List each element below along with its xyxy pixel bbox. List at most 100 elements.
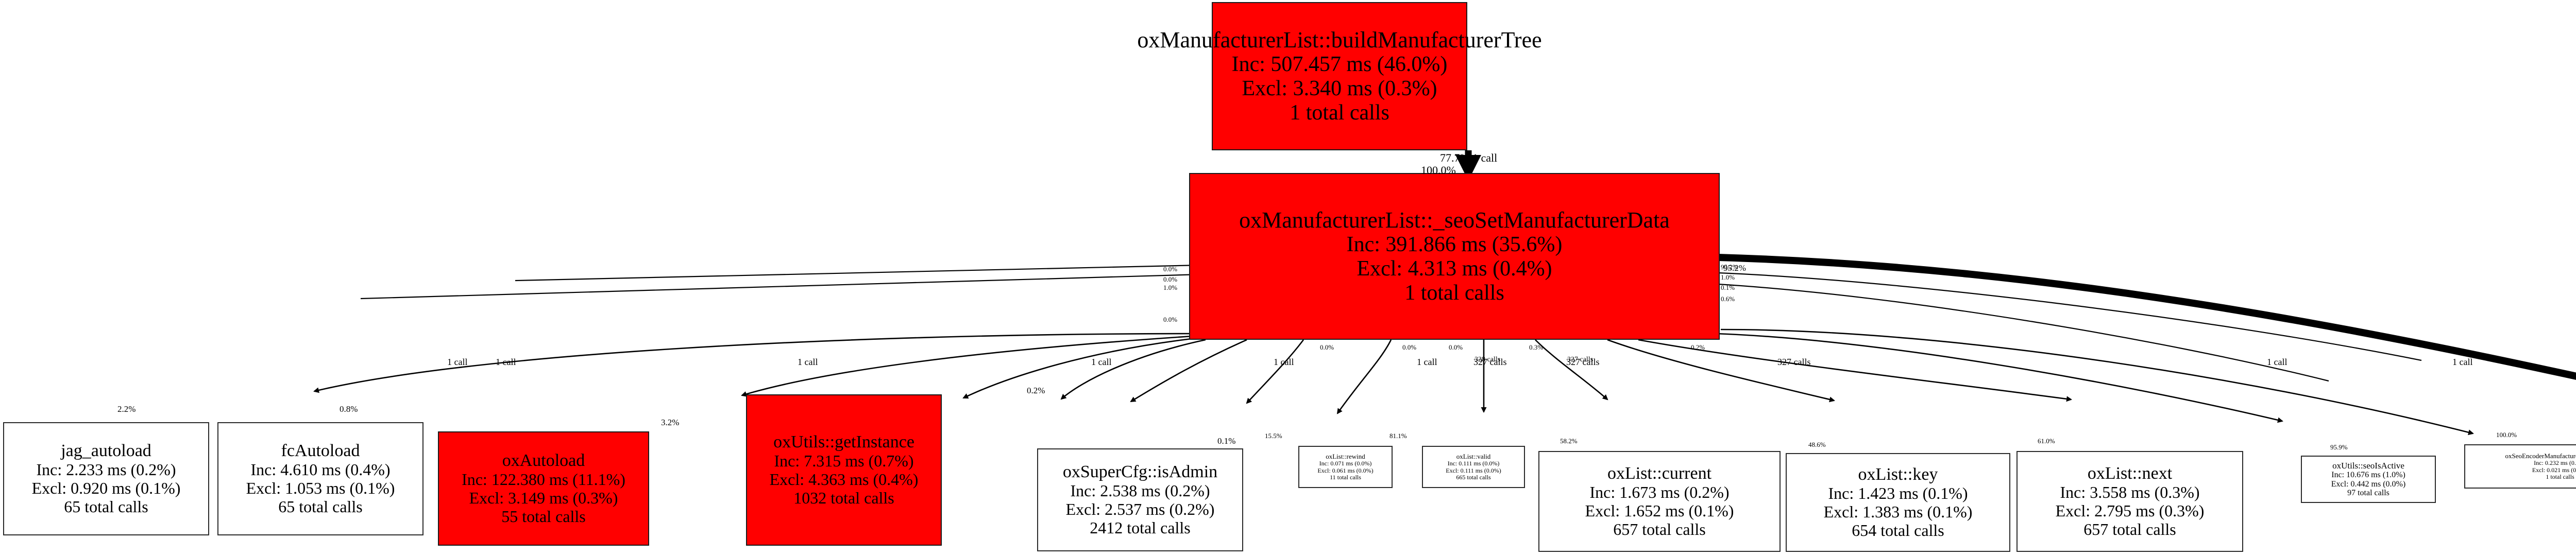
node-label: oxUtils::seoIsActive <box>2332 460 2404 471</box>
node-calls: 1 total calls <box>2546 473 2574 480</box>
node-label: oxManufacturerList::buildManufacturerTre… <box>1137 27 1542 53</box>
edge-label-pct-oxList-key: 48.6% <box>1808 441 1826 448</box>
node-exclusive: Excl: 4.313 ms (0.4%) <box>1357 257 1552 281</box>
node-label: oxAutoload <box>502 451 585 471</box>
node-inclusive: Inc: 0.232 ms (0.0%) <box>2534 459 2576 467</box>
node-calls: 2412 total calls <box>1090 518 1191 537</box>
edge-label-calls-oxList-key: 327 calls <box>1566 357 1600 367</box>
node-calls: 97 total calls <box>2347 489 2389 498</box>
node-exclusive: Excl: 0.111 ms (0.0%) <box>1446 466 1501 474</box>
side-label-right-1: 1.0% <box>1721 273 1735 281</box>
side-label-right-2: 0.1% <box>1721 284 1735 291</box>
side-label-left-0: 0.0% <box>1163 265 1178 273</box>
node-calls: 654 total calls <box>1852 520 1944 540</box>
node-label: oxUtils::getInstance <box>773 432 914 452</box>
edge-label-pct-jag_autoload: 2.2% <box>117 404 136 414</box>
edge-label-calls-oxSeoEncoderManufacturer-getInstance: 1 call <box>2452 357 2473 367</box>
node-calls: 65 total calls <box>278 497 363 516</box>
edge-label-calls-oxUtils-getInstance: 1 call <box>1091 357 1112 367</box>
node-inclusive: Inc: 10.676 ms (1.0%) <box>2331 470 2405 479</box>
node-oxList-next[interactable]: oxList::next Inc: 3.558 ms (0.3%) Excl: … <box>2016 451 2243 552</box>
edge-label-pct-oxList-rewind: 15.5% <box>1265 432 1282 440</box>
node-calls: 1032 total calls <box>793 488 894 507</box>
node-exclusive: Excl: 0.920 ms (0.1%) <box>31 479 181 498</box>
node-fcAutoload[interactable]: fcAutoload Inc: 4.610 ms (0.4%) Excl: 1.… <box>217 422 423 535</box>
node-oxList-rewind[interactable]: oxList::rewind Inc: 0.071 ms (0.0%) Excl… <box>1298 446 1393 488</box>
edge-label-calls-oxAutoload: 1 call <box>798 357 818 367</box>
edge-seoset-to-getmanufacturerurl <box>1718 254 2576 380</box>
node-calls: 657 total calls <box>1613 519 1706 538</box>
node-label: oxList::key <box>1858 465 1938 484</box>
node-oxList-valid[interactable]: oxList::valid Inc: 0.111 ms (0.0%) Excl:… <box>1422 446 1525 488</box>
edge-label-calls-oxSuperCfg-isAdmin: 1 call <box>1274 357 1294 367</box>
node-jag_autoload[interactable]: jag_autoload Inc: 2.233 ms (0.2%) Excl: … <box>3 422 209 535</box>
node-oxSuperCfg-isAdmin[interactable]: oxSuperCfg::isAdmin Inc: 2.538 ms (0.2%)… <box>1037 448 1243 551</box>
side-label-right-3: 0.6% <box>1721 295 1735 303</box>
node-exclusive: Excl: 2.537 ms (0.2%) <box>1065 500 1215 519</box>
node-exclusive: Excl: 1.053 ms (0.1%) <box>246 479 395 498</box>
node-oxList-key[interactable]: oxList::key Inc: 1.423 ms (0.1%) Excl: 1… <box>1786 453 2010 552</box>
node-exclusive: Excl: 2.795 ms (0.3%) <box>2055 501 2205 520</box>
under-root-pct-2: 0.0% <box>1449 343 1463 351</box>
node-exclusive: Excl: 1.652 ms (0.1%) <box>1585 501 1734 520</box>
node-oxList-current[interactable]: oxList::current Inc: 1.673 ms (0.2%) Exc… <box>1538 451 1781 552</box>
under-root-pct-4: 0.2% <box>1691 343 1705 351</box>
node-label: oxSuperCfg::isAdmin <box>1062 462 1218 482</box>
node-inclusive: Inc: 7.315 ms (0.7%) <box>774 451 914 471</box>
edge-label-pct-oxUtils-getInstance: 0.2% <box>1027 386 1045 395</box>
under-root-calls-3: 327 calls <box>1567 356 1594 363</box>
node-calls: 65 total calls <box>64 497 148 516</box>
edge-label-pct-oxList-valid: 81.1% <box>1389 432 1407 440</box>
node-oxAutoload[interactable]: oxAutoload Inc: 122.380 ms (11.1%) Excl:… <box>438 431 649 546</box>
edge-label-calls-fcAutoload: 1 call <box>496 357 516 367</box>
node-exclusive: Excl: 4.363 ms (0.4%) <box>769 470 919 489</box>
edge-label-calls-jag_autoload: 1 call <box>447 357 468 367</box>
side-label-left-1: 0.0% <box>1163 275 1178 283</box>
edge-label-pct-fcAutoload: 0.8% <box>340 404 358 414</box>
node-label: oxSeoEncoderManufacturer::getInstance <box>2505 451 2576 460</box>
under-root-pct-3: 0.3% <box>1529 343 1544 351</box>
node-inclusive: Inc: 1.673 ms (0.2%) <box>1589 483 1730 502</box>
node-calls: 1 total calls <box>1404 281 1504 305</box>
node-exclusive: Excl: 1.383 ms (0.1%) <box>1823 502 1973 522</box>
node-exclusive: Excl: 0.442 ms (0.0%) <box>2331 479 2406 489</box>
node-buildManufacturerTree[interactable]: oxManufacturerList::buildManufacturerTre… <box>1137 2 1542 150</box>
node-label: oxList::current <box>1607 464 1712 483</box>
node-label: oxList::valid <box>1456 452 1491 460</box>
node-calls: 11 total calls <box>1330 473 1361 481</box>
node-oxSeoEncoderManufacturer-getInstance[interactable]: oxSeoEncoderManufacturer::getInstance In… <box>2464 444 2576 489</box>
node-seoSetManufacturerData[interactable]: oxManufacturerList::_seoSetManufacturerD… <box>1189 173 1720 340</box>
node-inclusive: Inc: 4.610 ms (0.4%) <box>250 460 391 479</box>
node-exclusive: Excl: 3.149 ms (0.3%) <box>469 489 618 508</box>
node-inclusive: Inc: 1.423 ms (0.1%) <box>1828 484 1968 503</box>
node-label: oxList::rewind <box>1326 452 1365 460</box>
node-exclusive: Excl: 3.340 ms (0.3%) <box>1242 77 1437 101</box>
node-inclusive: Inc: 0.111 ms (0.0%) <box>1447 460 1500 467</box>
edge-label-pct-oxList-current: 58.2% <box>1560 437 1578 445</box>
under-root-calls-2: 328 calls <box>1475 356 1501 363</box>
edge-label-calls-oxList-valid: 1 call <box>1417 357 1437 367</box>
edge-label-pct-seoset-self: 100.0% <box>1421 164 1456 177</box>
edge-label-pct-oxUtils-seoIsActive: 95.9% <box>2330 443 2348 451</box>
edge-label-pct-getManufacturerUrl: 95.2% <box>1723 263 1746 273</box>
edge-label-calls-build-to-seoset: 1 call <box>1472 151 1498 164</box>
under-root-pct-0: 0.0% <box>1320 343 1334 351</box>
edge-label-pct-oxSeoEncoderManufacturer-getInstance: 100.0% <box>2496 431 2517 439</box>
node-calls: 665 total calls <box>1456 473 1491 481</box>
node-inclusive: Inc: 0.071 ms (0.0%) <box>1319 460 1372 467</box>
side-label-left-2: 1.0% <box>1163 284 1178 291</box>
node-label: fcAutoload <box>281 441 360 461</box>
side-label-left-3: 0.0% <box>1163 316 1178 323</box>
edge-label-pct-build-to-seoset: 77.7% <box>1440 151 1469 164</box>
edge-label-calls-oxList-next: 327 calls <box>1777 357 1811 367</box>
side-label-right-0: 95.2% <box>1721 263 1738 271</box>
node-calls: 55 total calls <box>501 507 586 526</box>
node-oxUtils-getInstance[interactable]: oxUtils::getInstance Inc: 7.315 ms (0.7%… <box>746 394 942 546</box>
edge-label-pct-oxAutoload: 3.2% <box>661 418 680 427</box>
node-oxUtils-seoIsActive[interactable]: oxUtils::seoIsActive Inc: 10.676 ms (1.0… <box>2301 456 2436 503</box>
node-label: jag_autoload <box>61 441 151 461</box>
node-inclusive: Inc: 507.457 ms (46.0%) <box>1231 53 1448 77</box>
node-label: oxList::next <box>2087 464 2173 483</box>
